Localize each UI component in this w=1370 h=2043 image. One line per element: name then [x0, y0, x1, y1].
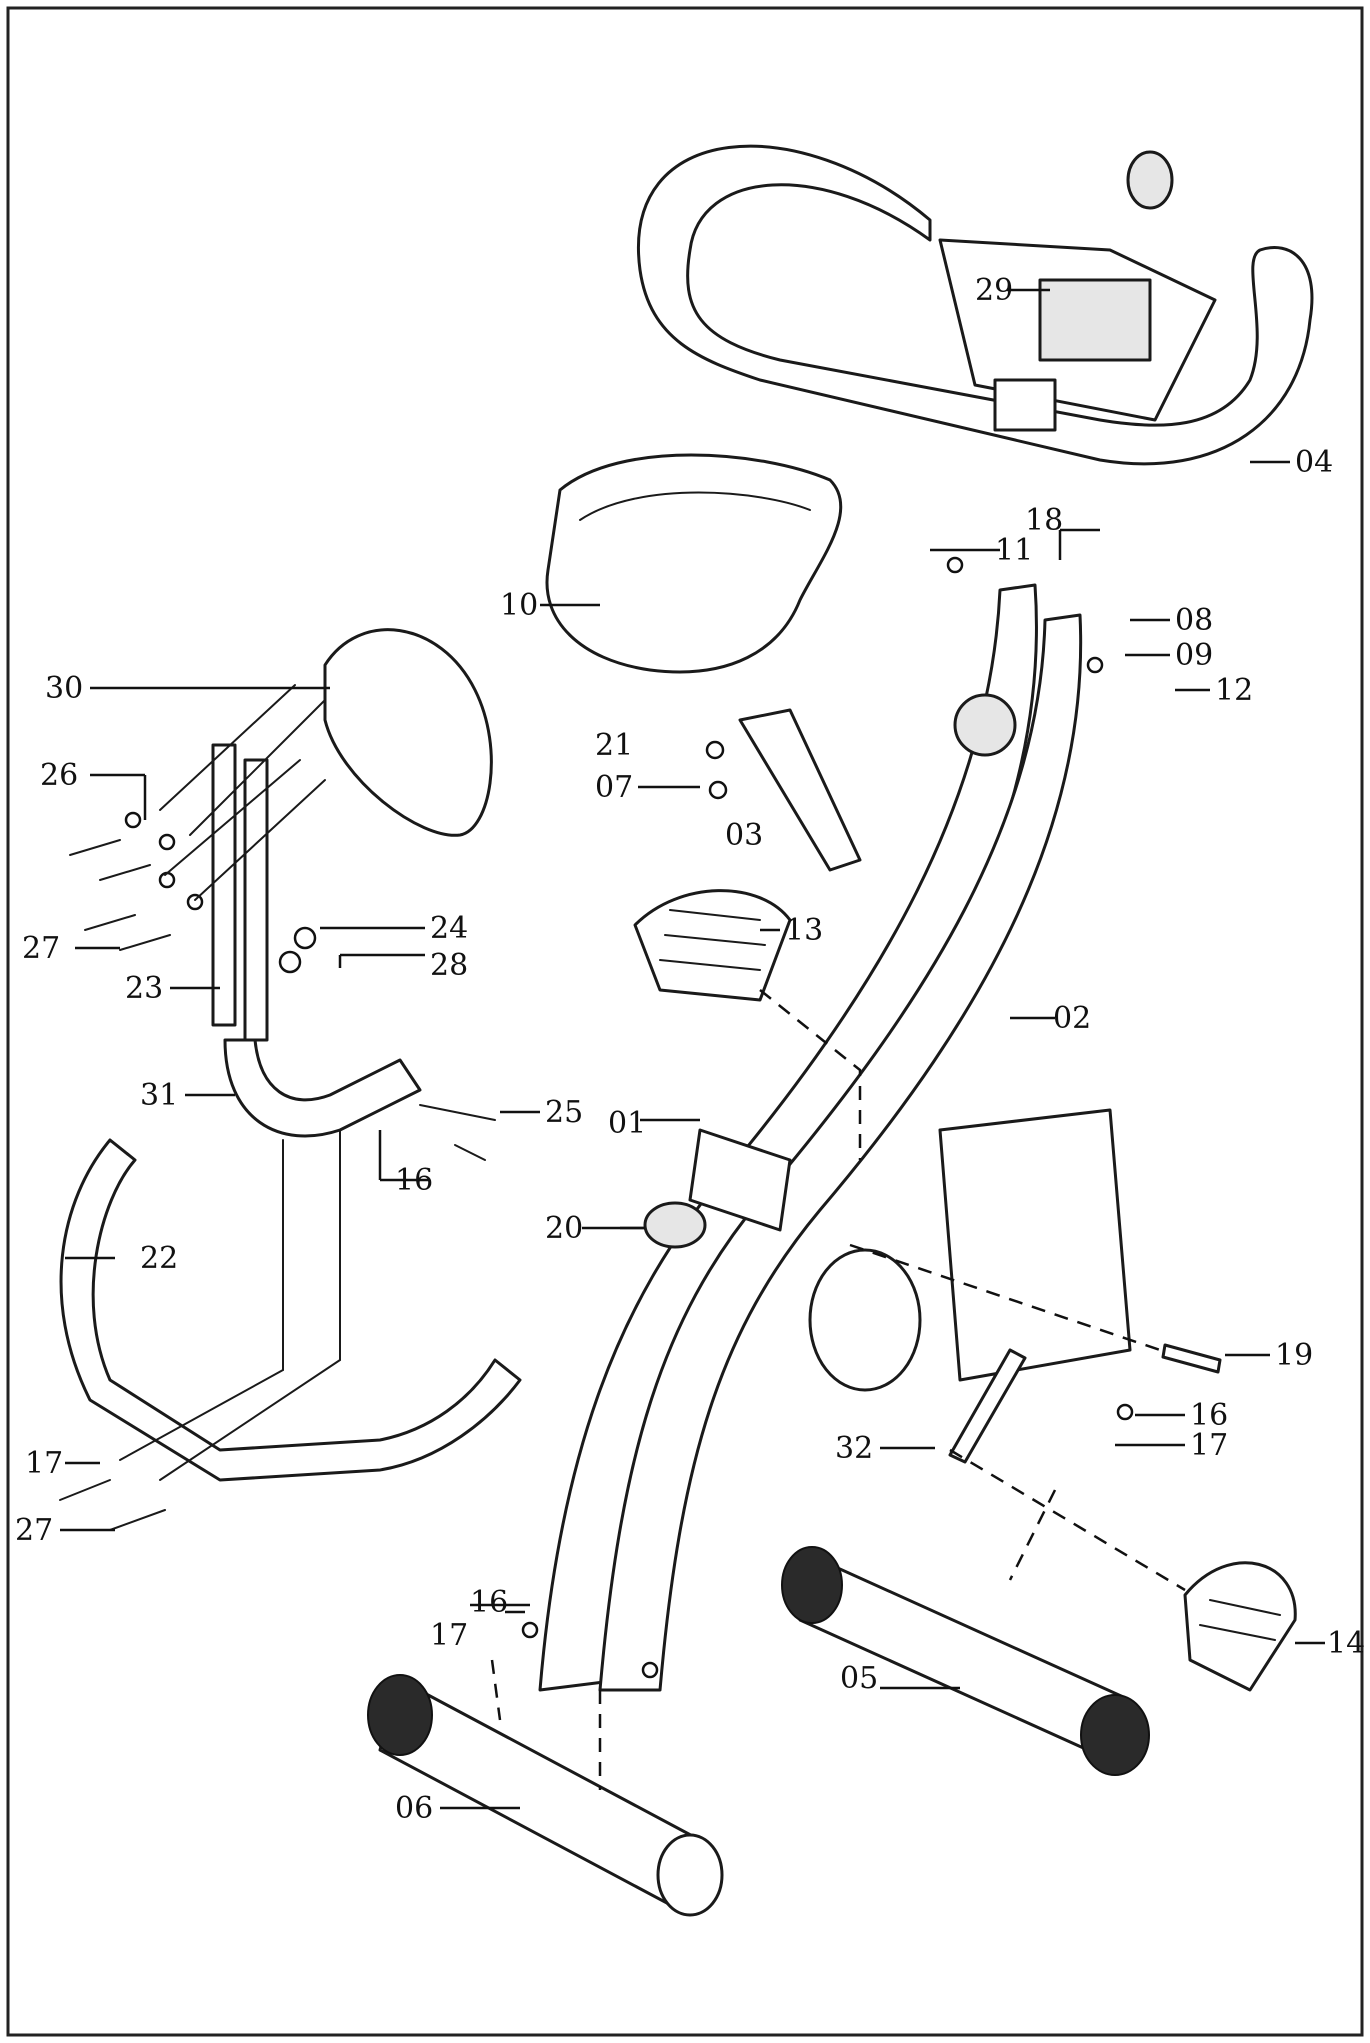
front-stabilizer	[781, 1546, 1150, 1776]
callout-14: 14	[1327, 1626, 1365, 1661]
crank-arm	[948, 1348, 1027, 1464]
flywheel-cover	[938, 1108, 1132, 1382]
seat-seam	[579, 491, 811, 521]
callout-17-front: 17	[430, 1618, 468, 1653]
rear-stabilizer	[367, 1674, 724, 1917]
assembly-guides	[119, 684, 1186, 1790]
callout-07: 07	[595, 770, 633, 805]
backrest-rail-right	[243, 758, 269, 1042]
front-stabilizer-cap-right	[1080, 1694, 1150, 1776]
pedal-left	[633, 889, 792, 1002]
backrest-rail-left	[211, 743, 237, 1027]
callout-19: 19	[1275, 1338, 1313, 1373]
console-display	[993, 378, 1057, 432]
callout-06: 06	[395, 1791, 433, 1826]
callout-18: 18	[1025, 503, 1063, 538]
callout-11: 11	[995, 533, 1033, 568]
washer	[124, 811, 142, 829]
backrest-support	[223, 1038, 422, 1138]
washer	[158, 871, 176, 889]
callout-31: 31	[140, 1078, 178, 1113]
washer	[1086, 656, 1104, 674]
main-frame	[538, 583, 1132, 1692]
washer	[946, 556, 964, 574]
pedal-left-body	[633, 889, 792, 1002]
frame-front-tube	[598, 613, 1083, 1692]
callout-27-back: 27	[22, 931, 60, 966]
seat-cushion	[545, 453, 843, 674]
callout-30: 30	[45, 671, 83, 706]
callout-32: 32	[835, 1431, 873, 1466]
adjustment-knob	[643, 1201, 707, 1249]
callout-16-front: 16	[470, 1585, 508, 1620]
callout-09: 09	[1175, 638, 1213, 673]
callout-labels: 01 02 03 04 05 06 07 08 09 10 11 12 13 1…	[15, 273, 1365, 1826]
callout-12: 12	[1215, 673, 1253, 708]
callout-27-handle: 27	[15, 1513, 53, 1548]
axle-pin	[1161, 1343, 1222, 1374]
backrest-assembly	[211, 628, 493, 1138]
backrest-pad	[323, 628, 493, 837]
callout-29: 29	[975, 273, 1013, 308]
callout-24: 24	[430, 911, 468, 946]
nut	[708, 780, 728, 800]
seat-post	[738, 708, 862, 872]
handlebar-assembly	[637, 144, 1314, 466]
callout-10: 10	[500, 588, 538, 623]
callout-17-right: 17	[1190, 1428, 1228, 1463]
washer	[186, 893, 204, 911]
front-stabilizer-cap-left	[781, 1546, 843, 1624]
washer	[705, 740, 725, 760]
rear-stabilizer-cap-left	[367, 1674, 433, 1756]
callout-03: 03	[725, 818, 763, 853]
seat-tube-sleeve	[688, 1128, 792, 1232]
nut	[278, 950, 302, 974]
callout-16-seat: 16	[395, 1163, 433, 1198]
hardware	[59, 556, 1134, 1679]
callout-08: 08	[1175, 603, 1213, 638]
rear-handle	[59, 1138, 522, 1482]
callout-22: 22	[140, 1241, 178, 1276]
callout-01: 01	[608, 1106, 646, 1141]
callout-04: 04	[1295, 445, 1333, 480]
callout-20: 20	[545, 1211, 583, 1246]
nut	[641, 1661, 659, 1679]
callout-17-handle: 17	[25, 1446, 63, 1481]
callout-16-right: 16	[1190, 1398, 1228, 1433]
callout-21: 21	[595, 728, 633, 763]
callout-25: 25	[545, 1095, 583, 1130]
rear-stabilizer-cap-right	[656, 1833, 724, 1917]
washer	[158, 833, 176, 851]
nut	[1116, 1403, 1134, 1421]
page-border	[6, 6, 1364, 2037]
callout-13: 13	[785, 913, 823, 948]
callout-28: 28	[430, 948, 468, 983]
nut	[521, 1621, 539, 1639]
callout-23: 23	[125, 971, 163, 1006]
flywheel	[808, 1248, 922, 1392]
console-screen	[1038, 278, 1152, 362]
pedal-right-body	[1183, 1561, 1297, 1692]
pedal-right	[1183, 1561, 1297, 1692]
callout-02: 02	[1053, 1001, 1091, 1036]
handlebar	[637, 144, 1314, 466]
seat-assembly	[545, 453, 862, 872]
nut	[293, 926, 317, 950]
tension-knob	[953, 693, 1017, 757]
callout-26: 26	[40, 758, 78, 793]
leader-lines	[60, 288, 1325, 1810]
handlebar-end	[1126, 150, 1174, 210]
callout-05: 05	[840, 1661, 878, 1696]
